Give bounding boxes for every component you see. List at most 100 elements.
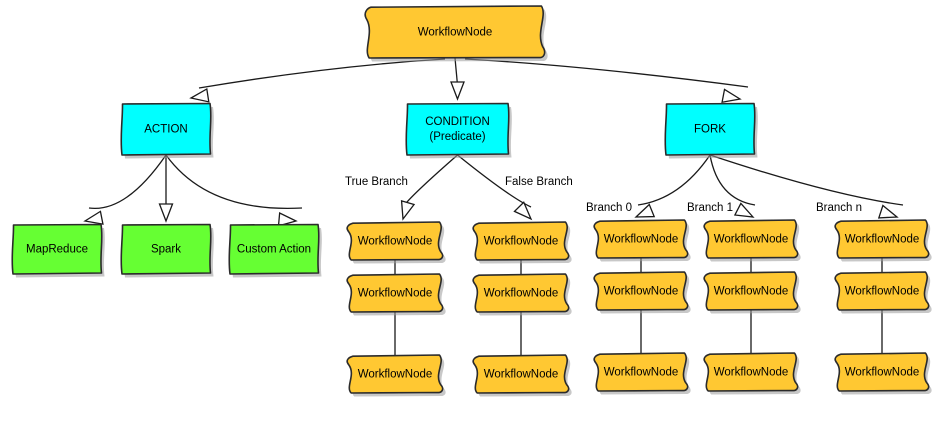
arrowhead-triangle [189,87,210,103]
link-fork-to-branch-1 [709,154,756,206]
node-action-child-0: MapReduce [11,223,105,278]
branch-n-shape-2[interactable] [834,352,930,392]
arrowhead-triangle [450,81,465,101]
condition-node-label-line-1: CONDITION [425,116,490,128]
link-root-to-condition [454,57,459,86]
action-child-shape-1[interactable] [120,223,212,275]
link-action-to-child-2 [165,154,303,210]
true-branch-shape-1[interactable] [346,273,444,313]
arrowhead-triangle [721,88,742,104]
arrowhead-root-to-action [189,87,210,103]
node-branch-0-2: WorkflowNode [593,352,691,395]
node-true-branch-1: WorkflowNode [346,273,446,316]
action-child-shape-2[interactable] [228,223,320,275]
action-child-label-0: MapReduce [26,244,88,256]
link-condition-to-true-branch [402,154,458,208]
edge-label-false-branch: False Branch [505,176,573,188]
fork-node-label: FORK [694,124,726,136]
arrowhead-fork-to-branch-1 [733,202,755,218]
node-branch-0-0: WorkflowNode [593,219,691,262]
false-branch-label-0: WorkflowNode [484,236,559,248]
action-node-shape[interactable] [120,102,212,156]
branch-0-shape-0[interactable] [593,219,689,259]
node-true-branch-0: WorkflowNode [346,221,446,264]
branch-n-label-0: WorkflowNode [845,234,920,246]
action-child-shape-0[interactable] [11,223,103,275]
branch-0-label-1: WorkflowNode [604,286,679,298]
node-branch-0-1: WorkflowNode [593,271,691,314]
link-fork-to-branch-0 [637,154,711,206]
edge-label-branch-1: Branch 1 [687,202,733,214]
link-fork-to-branch-n [709,154,904,206]
action-child-label-1: Spark [151,244,181,256]
branch-n-shape-0[interactable] [834,219,930,259]
arrowhead-fork-to-branch-n [877,204,899,219]
node-condition: CONDITION (Predicate) [405,102,512,159]
arrowhead-root-to-fork [721,88,742,104]
action-node-label: ACTION [144,124,187,136]
arrowhead-triangle [877,204,899,219]
arrowhead-triangle [513,201,533,221]
arrowhead-root-to-condition [450,81,465,101]
action-child-label-2: Custom Action [237,244,311,256]
arrowhead-triangle [83,210,104,225]
arrowhead-condition-to-true-branch [400,199,416,221]
false-branch-shape-2[interactable] [472,354,570,394]
true-branch-shape-0[interactable] [346,221,444,261]
arrowhead-fork-to-branch-0 [634,203,656,218]
false-branch-label-2: WorkflowNode [484,369,559,381]
node-branch-n-0: WorkflowNode [834,219,932,262]
edge-label-branch-n: Branch n [816,202,862,214]
false-branch-shape-0[interactable] [472,221,570,261]
node-branch-1-1: WorkflowNode [703,271,801,314]
fork-node-shape[interactable] [664,102,756,156]
branch-1-label-1: WorkflowNode [714,286,789,298]
node-root-workflownode: WorkflowNode [364,5,548,62]
node-branch-n-2: WorkflowNode [834,352,932,395]
branch-0-label-2: WorkflowNode [604,367,679,379]
root-node-label: WorkflowNode [418,27,493,39]
node-false-branch-2: WorkflowNode [472,354,572,397]
node-action-child-2: Custom Action [228,223,322,278]
node-false-branch-0: WorkflowNode [472,221,572,264]
branch-n-shape-1[interactable] [834,271,930,311]
true-branch-label-2: WorkflowNode [358,369,433,381]
arrowhead-triangle [158,203,174,223]
true-branch-shape-2[interactable] [346,354,444,394]
node-false-branch-1: WorkflowNode [472,273,572,316]
node-true-branch-2: WorkflowNode [346,354,446,397]
arrowhead-action-to-child-0 [83,210,104,225]
branch-n-label-1: WorkflowNode [845,286,920,298]
branch-n-label-2: WorkflowNode [845,367,920,379]
branch-0-shape-2[interactable] [593,352,689,392]
node-fork: FORK [664,102,758,159]
false-branch-label-1: WorkflowNode [484,288,559,300]
node-action-child-1: Spark [120,223,214,278]
true-branch-label-1: WorkflowNode [358,288,433,300]
arrowhead-triangle [634,203,656,218]
true-branch-label-0: WorkflowNode [358,236,433,248]
arrowhead-triangle [277,211,298,227]
false-branch-shape-1[interactable] [472,273,570,313]
link-root-to-fork [464,58,749,88]
arrowhead-action-to-child-2 [277,211,298,227]
condition-node-label-line-2: (Predicate) [429,131,485,143]
link-action-to-child-0 [88,154,167,210]
arrowhead-condition-to-false-branch [513,201,533,221]
arrowhead-triangle [400,199,416,221]
arrowhead-action-to-child-1 [158,203,174,223]
node-branch-n-1: WorkflowNode [834,271,932,314]
branch-1-shape-2[interactable] [703,352,799,392]
branch-1-shape-1[interactable] [703,271,799,311]
link-root-to-action [198,58,446,89]
branch-1-label-0: WorkflowNode [714,234,789,246]
edge-label-true-branch: True Branch [345,176,408,188]
branch-1-shape-0[interactable] [703,219,799,259]
branch-1-label-2: WorkflowNode [714,367,789,379]
branch-0-shape-1[interactable] [593,271,689,311]
condition-node-shape[interactable] [405,102,510,156]
link-condition-to-false-branch [457,154,532,208]
root-node-shape[interactable] [364,5,546,59]
